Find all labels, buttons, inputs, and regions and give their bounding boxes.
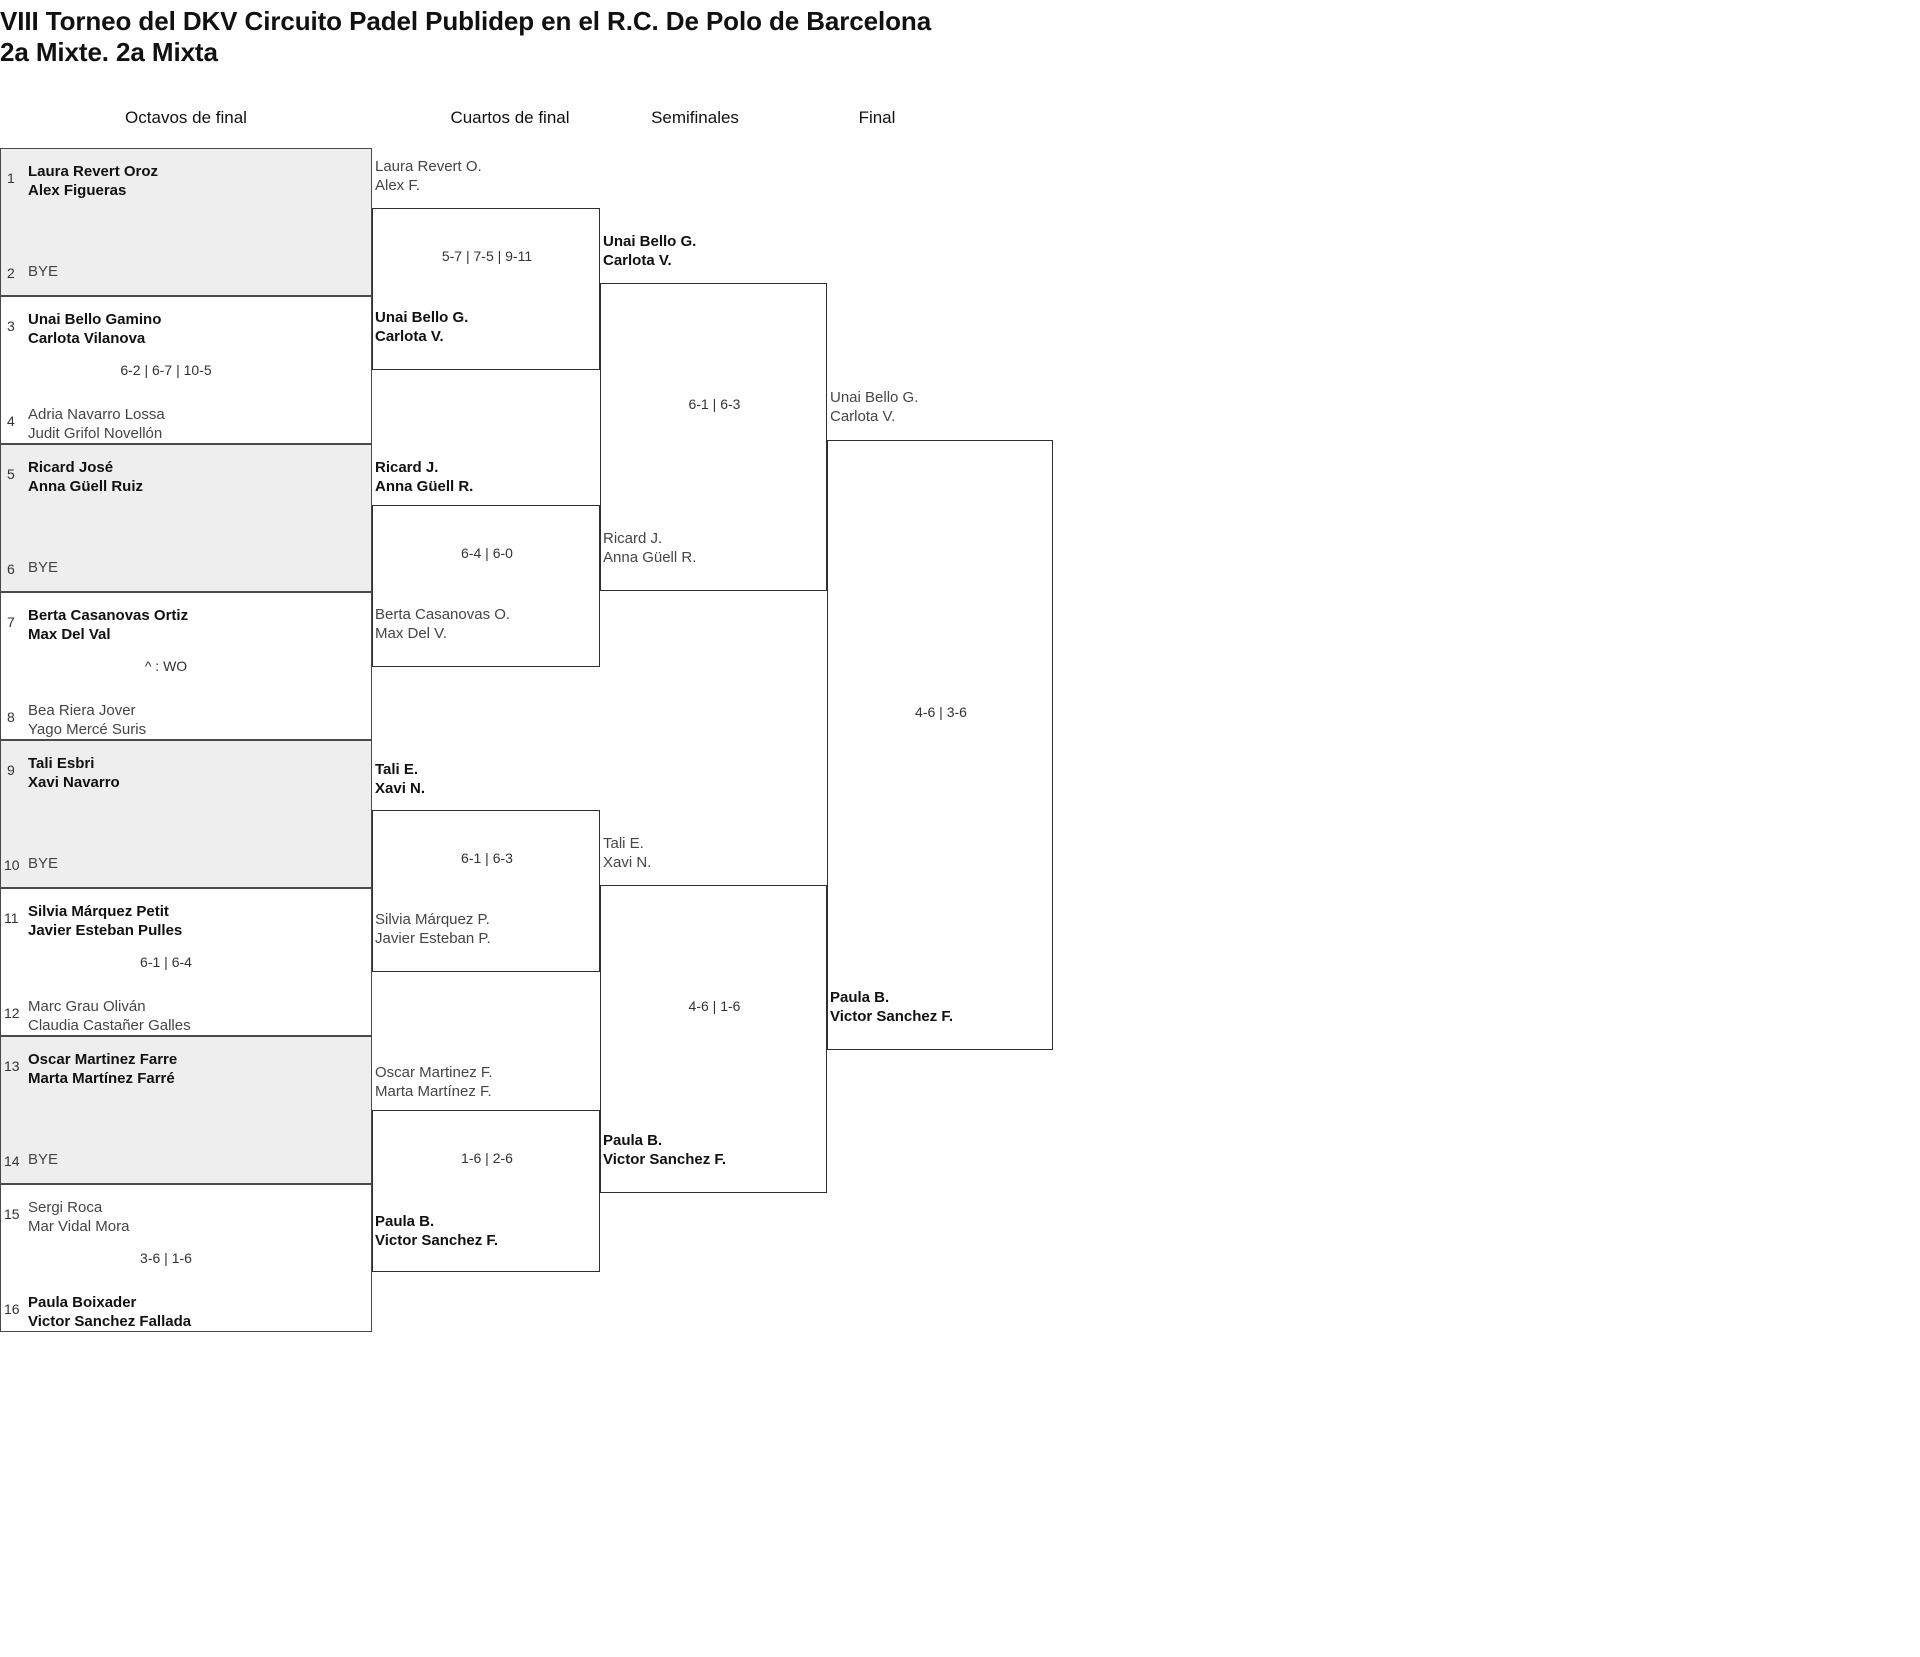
team-names: Unai Bello Gamino Carlota Vilanova <box>28 311 162 347</box>
r1-match-8[interactable]: 15 Sergi Roca Mar Vidal Mora 3-6 | 1-6 1… <box>0 1184 372 1332</box>
bye-label: BYE <box>28 1151 59 1168</box>
team-names: Bea Riera Jover Yago Mercé Suris <box>28 702 147 738</box>
team-names: Sergi Roca Mar Vidal Mora <box>28 1199 130 1235</box>
r1-match-1[interactable]: 1 Laura Revert Oroz Alex Figueras 2 BYE <box>0 148 372 296</box>
seed-number: 8 <box>7 709 15 725</box>
r2-team-top-1: Laura Revert O. Alex F. <box>375 158 482 194</box>
seed-number: 13 <box>4 1058 20 1074</box>
seed-number: 6 <box>7 561 15 577</box>
team-names: Tali Esbri Xavi Navarro <box>28 755 120 791</box>
r2-match-1[interactable]: 5-7 | 7-5 | 9-11 <box>372 208 600 370</box>
r4-match-final[interactable]: 4-6 | 3-6 <box>827 440 1053 1050</box>
r2-team-top-3: Tali E. Xavi N. <box>375 761 426 797</box>
team-names: Oscar Martinez Farre Marta Martínez Farr… <box>28 1051 178 1087</box>
r1-score: 6-2 | 6-7 | 10-5 <box>120 362 212 378</box>
page-title: VIII Torneo del DKV Circuito Padel Publi… <box>0 6 1300 68</box>
seed-number: 12 <box>4 1005 20 1021</box>
seed-number: 5 <box>7 466 15 482</box>
seed-number: 14 <box>4 1153 20 1169</box>
r2-match-3[interactable]: 6-1 | 6-3 <box>372 810 600 972</box>
r4-score: 4-6 | 3-6 <box>915 704 967 720</box>
r2-team-top-2: Ricard J. Anna Güell R. <box>375 459 474 495</box>
r1-match-6[interactable]: 11 Silvia Márquez Petit Javier Esteban P… <box>0 888 372 1036</box>
r1-match-7[interactable]: 13 Oscar Martinez Farre Marta Martínez F… <box>0 1036 372 1184</box>
r2-team-bottom-4: Paula B. Victor Sanchez F. <box>375 1213 499 1249</box>
round-header-final: Final <box>858 108 896 127</box>
team-names: Paula Boixader Victor Sanchez Fallada <box>28 1294 192 1330</box>
seed-number: 3 <box>7 318 15 334</box>
r2-match-4[interactable]: 1-6 | 2-6 <box>372 1110 600 1272</box>
r3-team-bottom-2: Paula B. Victor Sanchez F. <box>603 1132 727 1168</box>
team-names: Silvia Márquez Petit Javier Esteban Pull… <box>28 903 183 939</box>
r2-team-top-4: Oscar Martinez F. Marta Martínez F. <box>375 1064 493 1100</box>
seed-number: 1 <box>7 170 15 186</box>
seed-number: 4 <box>7 413 15 429</box>
r2-score-2: 6-4 | 6-0 <box>461 545 513 561</box>
team-names: Berta Casanovas Ortiz Max Del Val <box>28 607 189 643</box>
team-names: Adria Navarro Lossa Judit Grifol Novelló… <box>28 406 165 442</box>
tournament-title-line-2: 2a Mixte. 2a Mixta <box>0 37 218 67</box>
r2-match-2[interactable]: 6-4 | 6-0 <box>372 505 600 667</box>
r4-team-top: Unai Bello G. Carlota V. <box>830 389 919 425</box>
r3-team-top-1: Unai Bello G. Carlota V. <box>603 233 697 269</box>
r2-team-bottom-1: Unai Bello G. Carlota V. <box>375 309 469 345</box>
r2-team-bottom-2: Berta Casanovas O. Max Del V. <box>375 606 511 642</box>
team-names: Ricard José Anna Güell Ruiz <box>28 459 144 495</box>
team-names: Laura Revert Oroz Alex Figueras <box>28 163 159 199</box>
r2-team-bottom-3: Silvia Márquez P. Javier Esteban P. <box>375 911 491 947</box>
r2-score-3: 6-1 | 6-3 <box>461 850 513 866</box>
round-header-octavos: Octavos de final <box>125 108 247 127</box>
r2-score-1: 5-7 | 7-5 | 9-11 <box>441 248 533 264</box>
seed-number: 9 <box>7 762 15 778</box>
bye-label: BYE <box>28 559 59 576</box>
team-names: Marc Grau Oliván Claudia Castañer Galles <box>28 998 191 1034</box>
r1-score: ^ : WO <box>144 658 188 674</box>
r3-match-1[interactable]: 6-1 | 6-3 <box>600 283 827 591</box>
r3-team-bottom-1: Ricard J. Anna Güell R. <box>603 530 697 566</box>
seed-number: 16 <box>4 1301 20 1317</box>
r1-match-5[interactable]: 9 Tali Esbri Xavi Navarro 10 BYE <box>0 740 372 888</box>
r1-score: 6-1 | 6-4 <box>140 954 192 970</box>
bye-label: BYE <box>28 855 59 872</box>
r3-score-1: 6-1 | 6-3 <box>688 396 741 412</box>
seed-number: 7 <box>7 614 15 630</box>
r3-match-2[interactable]: 4-6 | 1-6 <box>600 885 827 1193</box>
r2-score-4: 1-6 | 2-6 <box>461 1150 513 1166</box>
r1-match-3[interactable]: 5 Ricard José Anna Güell Ruiz 6 BYE <box>0 444 372 592</box>
r3-team-top-2: Tali E. Xavi N. <box>603 835 652 871</box>
round-header-cuartos: Cuartos de final <box>450 108 570 127</box>
r3-score-2: 4-6 | 1-6 <box>688 998 741 1014</box>
seed-number: 11 <box>4 910 19 926</box>
bye-label: BYE <box>28 263 59 280</box>
seed-number: 2 <box>7 265 15 281</box>
r4-team-bottom-champion: Paula B. Victor Sanchez F. <box>830 989 954 1025</box>
seed-number: 15 <box>4 1206 20 1222</box>
seed-number: 10 <box>4 857 20 873</box>
r1-score: 3-6 | 1-6 <box>140 1250 192 1266</box>
r1-match-4[interactable]: 7 Berta Casanovas Ortiz Max Del Val ^ : … <box>0 592 372 740</box>
tournament-title-line-1: VIII Torneo del DKV Circuito Padel Publi… <box>0 6 932 36</box>
round-header-semifinales: Semifinales <box>651 108 739 127</box>
r1-match-2[interactable]: 3 Unai Bello Gamino Carlota Vilanova 6-2… <box>0 296 372 444</box>
